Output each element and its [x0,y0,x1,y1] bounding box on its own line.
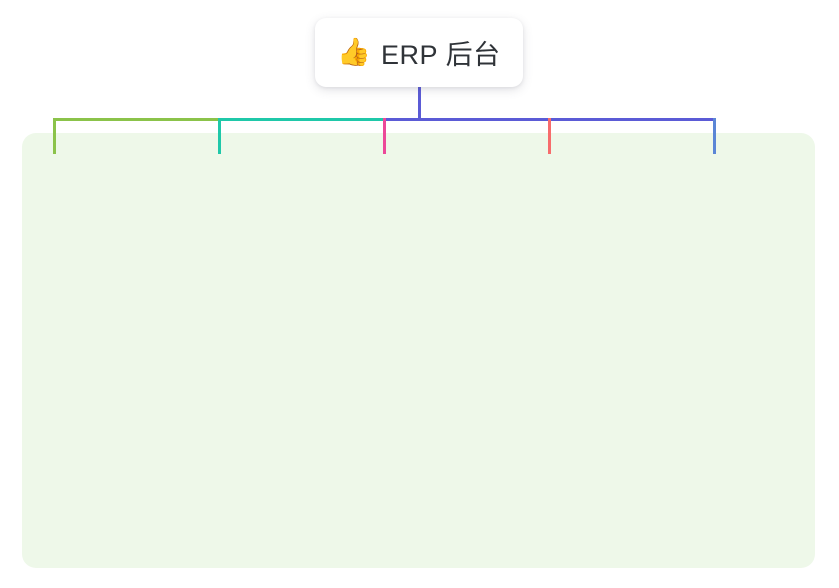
root-node[interactable]: 👍 ERP 后台 [315,18,523,87]
drop-stub-1 [53,118,56,154]
drop-stub-3 [383,118,386,154]
diagram-panel [22,133,815,568]
drop-stub-2 [218,118,221,154]
root-trunk-line [418,87,421,120]
root-node-label: ERP 后台 [381,40,501,70]
bus-segment-1 [54,118,219,121]
thumbs-up-icon: 👍 [337,37,372,68]
drop-stub-4 [548,118,551,154]
bus-segment-2 [219,118,384,121]
drop-stub-5 [713,118,716,154]
